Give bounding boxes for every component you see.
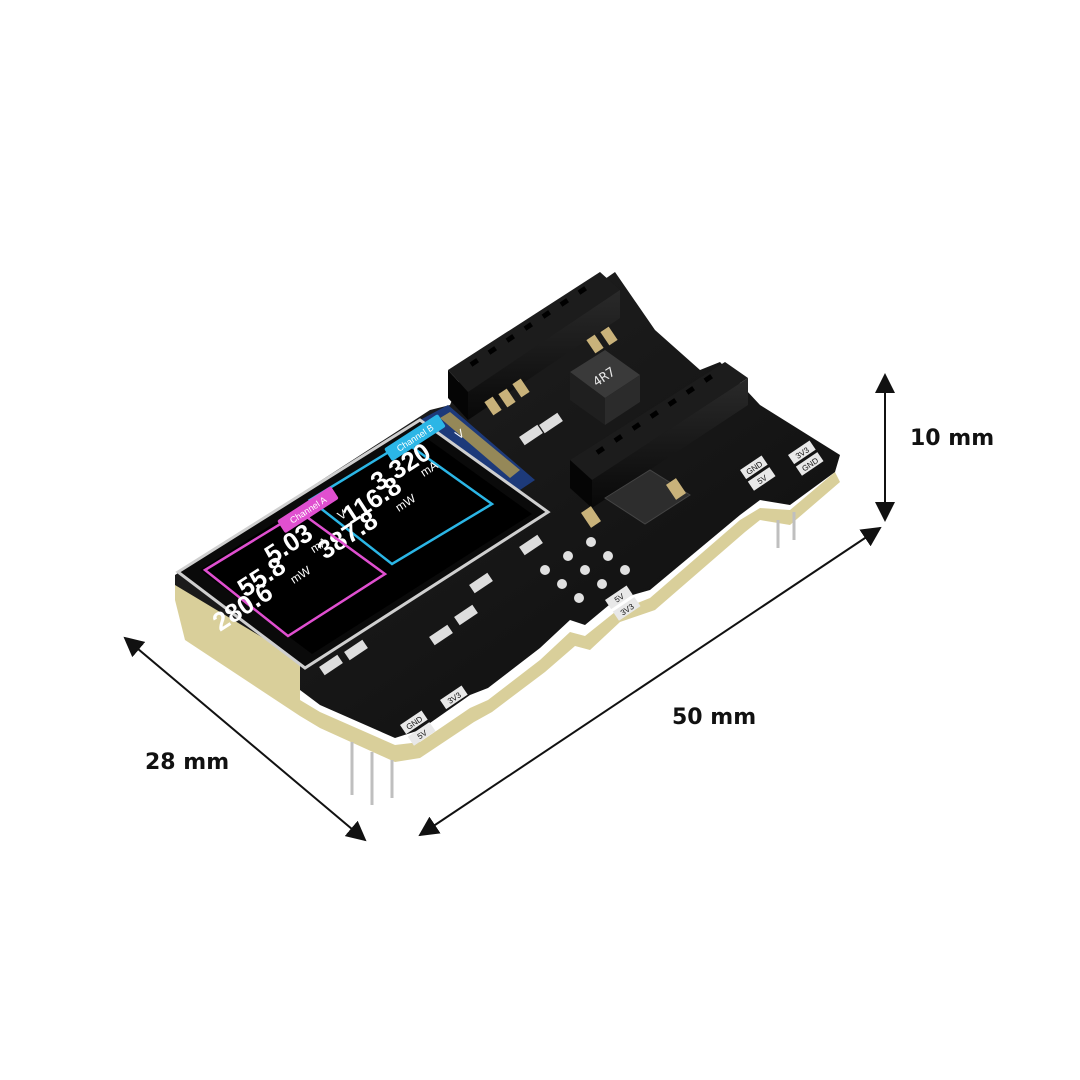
inductor: 4R7	[570, 350, 640, 425]
length-dimension-label: 50 mm	[672, 705, 757, 730]
pin-header-top	[448, 272, 620, 420]
width-dimension-label: 28 mm	[145, 750, 230, 775]
pin-header-bottom	[570, 362, 748, 508]
height-dimension-label: 10 mm	[910, 426, 995, 451]
length-dimension-arrow	[418, 526, 882, 837]
width-dimension-arrow	[123, 636, 367, 842]
